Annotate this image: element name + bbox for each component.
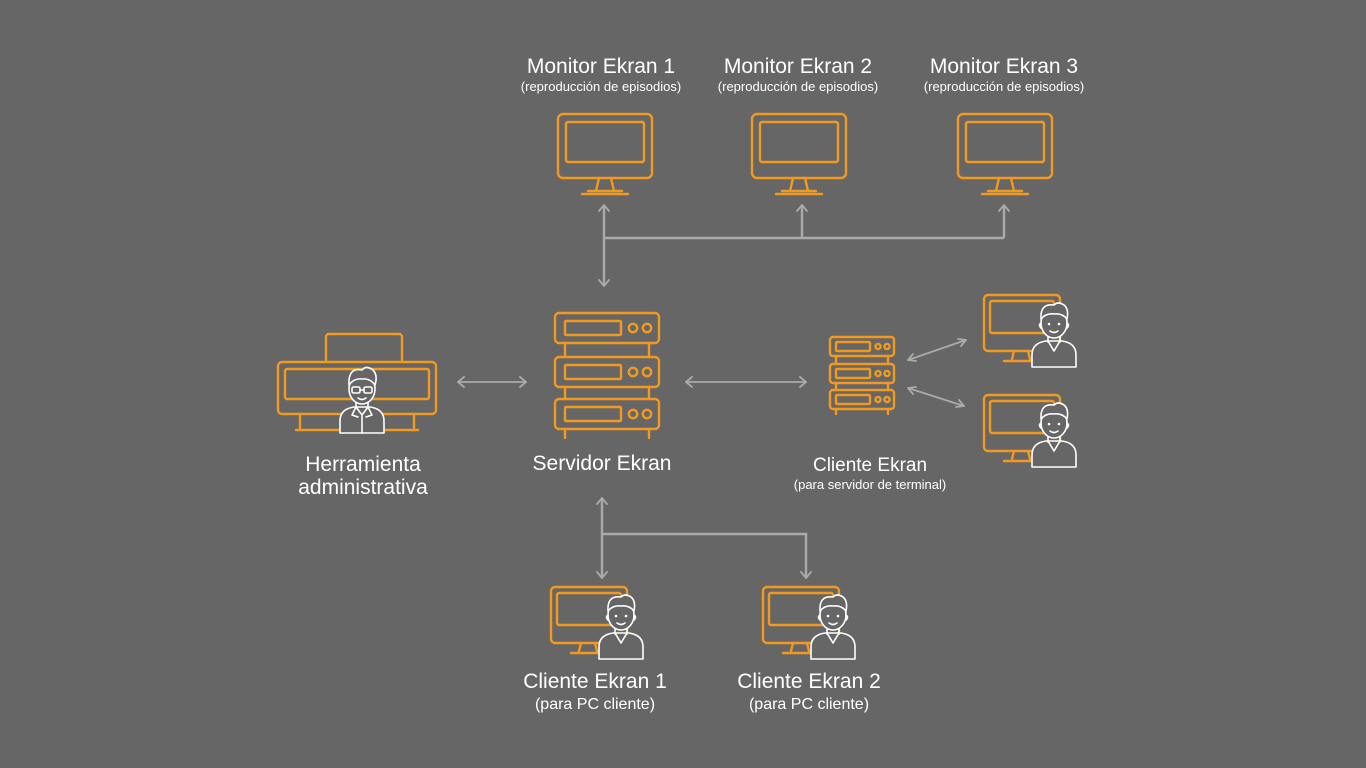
pc-client-1: Cliente Ekran 1 (para PC cliente) (523, 587, 667, 713)
monitor-3-title: Monitor Ekran 3 (930, 55, 1078, 78)
admin-tool-label-line2: administrativa (298, 476, 428, 499)
monitor-icon (556, 112, 654, 196)
pc-client-1-title: Cliente Ekran 1 (523, 670, 667, 693)
double-arrow-icon (457, 376, 527, 388)
connectors (457, 204, 1010, 579)
pc-client-2-title: Cliente Ekran 2 (737, 670, 881, 693)
user-workstation-icon (551, 587, 643, 659)
pc-client-2: Cliente Ekran 2 (para PC cliente) (737, 587, 881, 713)
server-title: Servidor Ekran (533, 452, 672, 475)
monitor-ekran-2: Monitor Ekran 2 (reproducción de episodi… (718, 55, 878, 196)
monitor-3-subtitle: (reproducción de episodios) (924, 79, 1084, 94)
monitor-ekran-3: Monitor Ekran 3 (reproducción de episodi… (924, 55, 1084, 196)
monitor-2-subtitle: (reproducción de episodios) (718, 79, 878, 94)
terminal-client: Cliente Ekran (para servidor de terminal… (794, 295, 1076, 492)
terminal-client-title: Cliente Ekran (813, 455, 927, 476)
double-arrow-icon (685, 376, 807, 388)
terminal-client-subtitle: (para servidor de terminal) (794, 477, 946, 492)
user-workstation-icon (984, 395, 1076, 467)
monitor-1-subtitle: (reproducción de episodios) (521, 79, 681, 94)
monitor-1-title: Monitor Ekran 1 (527, 55, 675, 78)
pc-client-2-subtitle: (para PC cliente) (749, 696, 869, 713)
monitor-icon (956, 112, 1054, 196)
admin-tool: Herramienta administrativa (276, 332, 438, 499)
user-workstation-icon (763, 587, 855, 659)
user-workstation-icon (984, 295, 1076, 367)
ekran-server: Servidor Ekran (533, 311, 672, 475)
double-arrow-icon (907, 338, 967, 362)
pc-client-1-subtitle: (para PC cliente) (535, 696, 655, 713)
monitor-icon (750, 112, 848, 196)
double-arrow-icon (907, 386, 965, 408)
monitor-2-title: Monitor Ekran 2 (724, 55, 872, 78)
monitor-ekran-1: Monitor Ekran 1 (reproducción de episodi… (521, 55, 681, 196)
server-icon (553, 311, 661, 440)
admin-tool-label-line1: Herramienta (305, 453, 421, 476)
server-icon (828, 335, 896, 416)
